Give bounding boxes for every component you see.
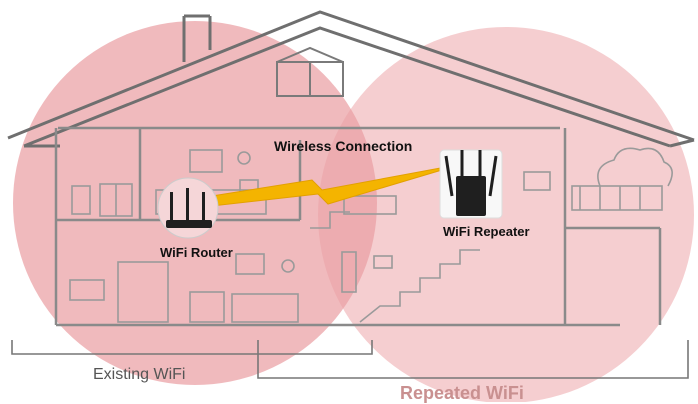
attic-window xyxy=(276,46,344,97)
house-outline xyxy=(7,10,695,148)
repeated-wifi-zone xyxy=(318,27,694,402)
wireless-connection-bolt xyxy=(211,163,463,207)
repeated-wifi-label: Repeated WiFi xyxy=(400,383,524,403)
repeater-icon xyxy=(439,149,503,219)
existing-wifi-label: Existing WiFi xyxy=(93,366,186,383)
wifi-repeater-label: WiFi Repeater xyxy=(443,224,530,239)
wifi-router-label: WiFi Router xyxy=(160,245,233,260)
wireless-connection-label: Wireless Connection xyxy=(274,138,413,154)
coverage-brackets xyxy=(11,340,689,379)
router-icon xyxy=(157,177,219,239)
